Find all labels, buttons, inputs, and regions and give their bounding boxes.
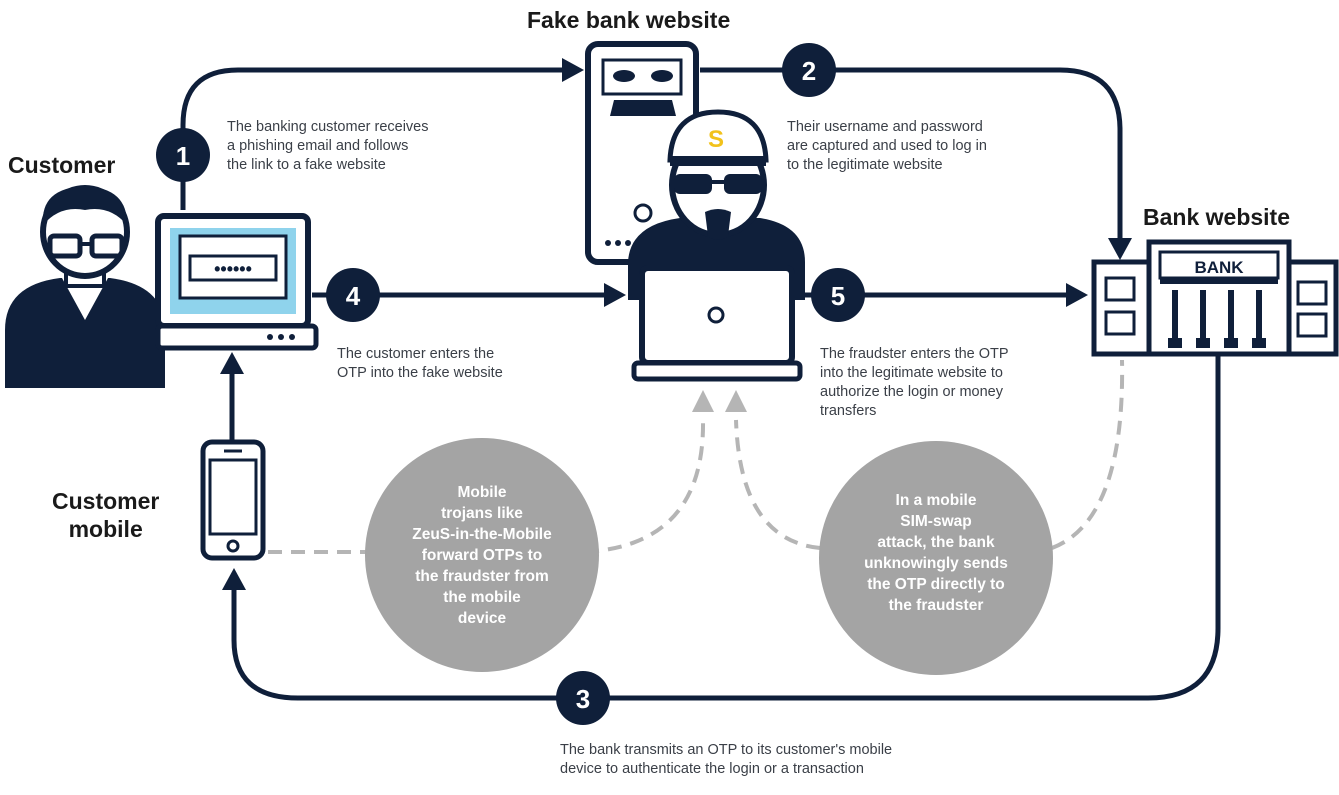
hat-letter: S <box>708 126 724 153</box>
arrowhead-step-3 <box>222 568 246 590</box>
arrow-step-1 <box>180 67 565 210</box>
trojan-bubble-text: Mobile trojans like ZeuS-in-the-Mobile f… <box>412 484 552 627</box>
step-2-text: Their username and password are captured… <box>787 119 987 173</box>
step-badge-1: 1 <box>156 128 210 182</box>
arrowhead-step-1 <box>562 58 584 82</box>
dashed-trojan-path-2 <box>584 419 706 554</box>
simswap-bubble-text: In a mobile SIM-swap attack, the bank un… <box>864 492 1008 614</box>
dashed-simswap-path <box>734 419 821 550</box>
mobile-phone-icon <box>200 439 266 561</box>
step-4-text: The customer enters the OTP into the fak… <box>337 346 503 381</box>
fraudster-laptop-icon <box>631 265 803 382</box>
svg-text:2: 2 <box>802 56 816 86</box>
step-1-text: The banking customer receives a phishing… <box>227 119 429 173</box>
step-3-text: The bank transmits an OTP to its custome… <box>560 742 893 777</box>
svg-text:1: 1 <box>176 141 190 171</box>
bank-building-icon <box>1091 239 1339 357</box>
dashed-arrowhead-right <box>725 390 747 412</box>
password-mask: •••••• <box>214 259 252 279</box>
bank-website-title: Bank website <box>1143 204 1290 230</box>
dashed-arrowhead-left <box>692 390 714 412</box>
svg-text:4: 4 <box>346 281 361 311</box>
arrowhead-step-4 <box>604 283 626 307</box>
dashed-paths <box>268 359 1125 554</box>
svg-text:3: 3 <box>576 684 590 714</box>
arrowhead-phone-to-laptop <box>220 352 244 374</box>
bank-sign: BANK <box>1194 258 1244 277</box>
arrow-step-3 <box>231 355 1221 701</box>
customer-title: Customer <box>8 152 116 178</box>
svg-text:5: 5 <box>831 281 845 311</box>
fake-bank-title: Fake bank website <box>527 7 731 33</box>
dashed-simswap-path-2 <box>1051 359 1125 550</box>
customer-avatar-icon <box>5 185 165 388</box>
simswap-bubble <box>819 441 1053 675</box>
arrow-step-2 <box>700 67 1123 240</box>
step-badge-5: 5 <box>811 268 865 322</box>
step-badge-4: 4 <box>326 268 380 322</box>
step-badge-3: 3 <box>556 671 610 725</box>
laptop-icon <box>155 213 319 351</box>
flow-connectors <box>180 58 1221 701</box>
customer-mobile-title: Customer mobile <box>52 488 160 542</box>
arrowhead-step-2 <box>1108 238 1132 260</box>
arrowhead-step-5 <box>1066 283 1088 307</box>
step-5-text: The fraudster enters the OTP into the le… <box>820 346 1009 419</box>
trojan-bubble <box>365 438 599 672</box>
step-badge-2: 2 <box>782 43 836 97</box>
